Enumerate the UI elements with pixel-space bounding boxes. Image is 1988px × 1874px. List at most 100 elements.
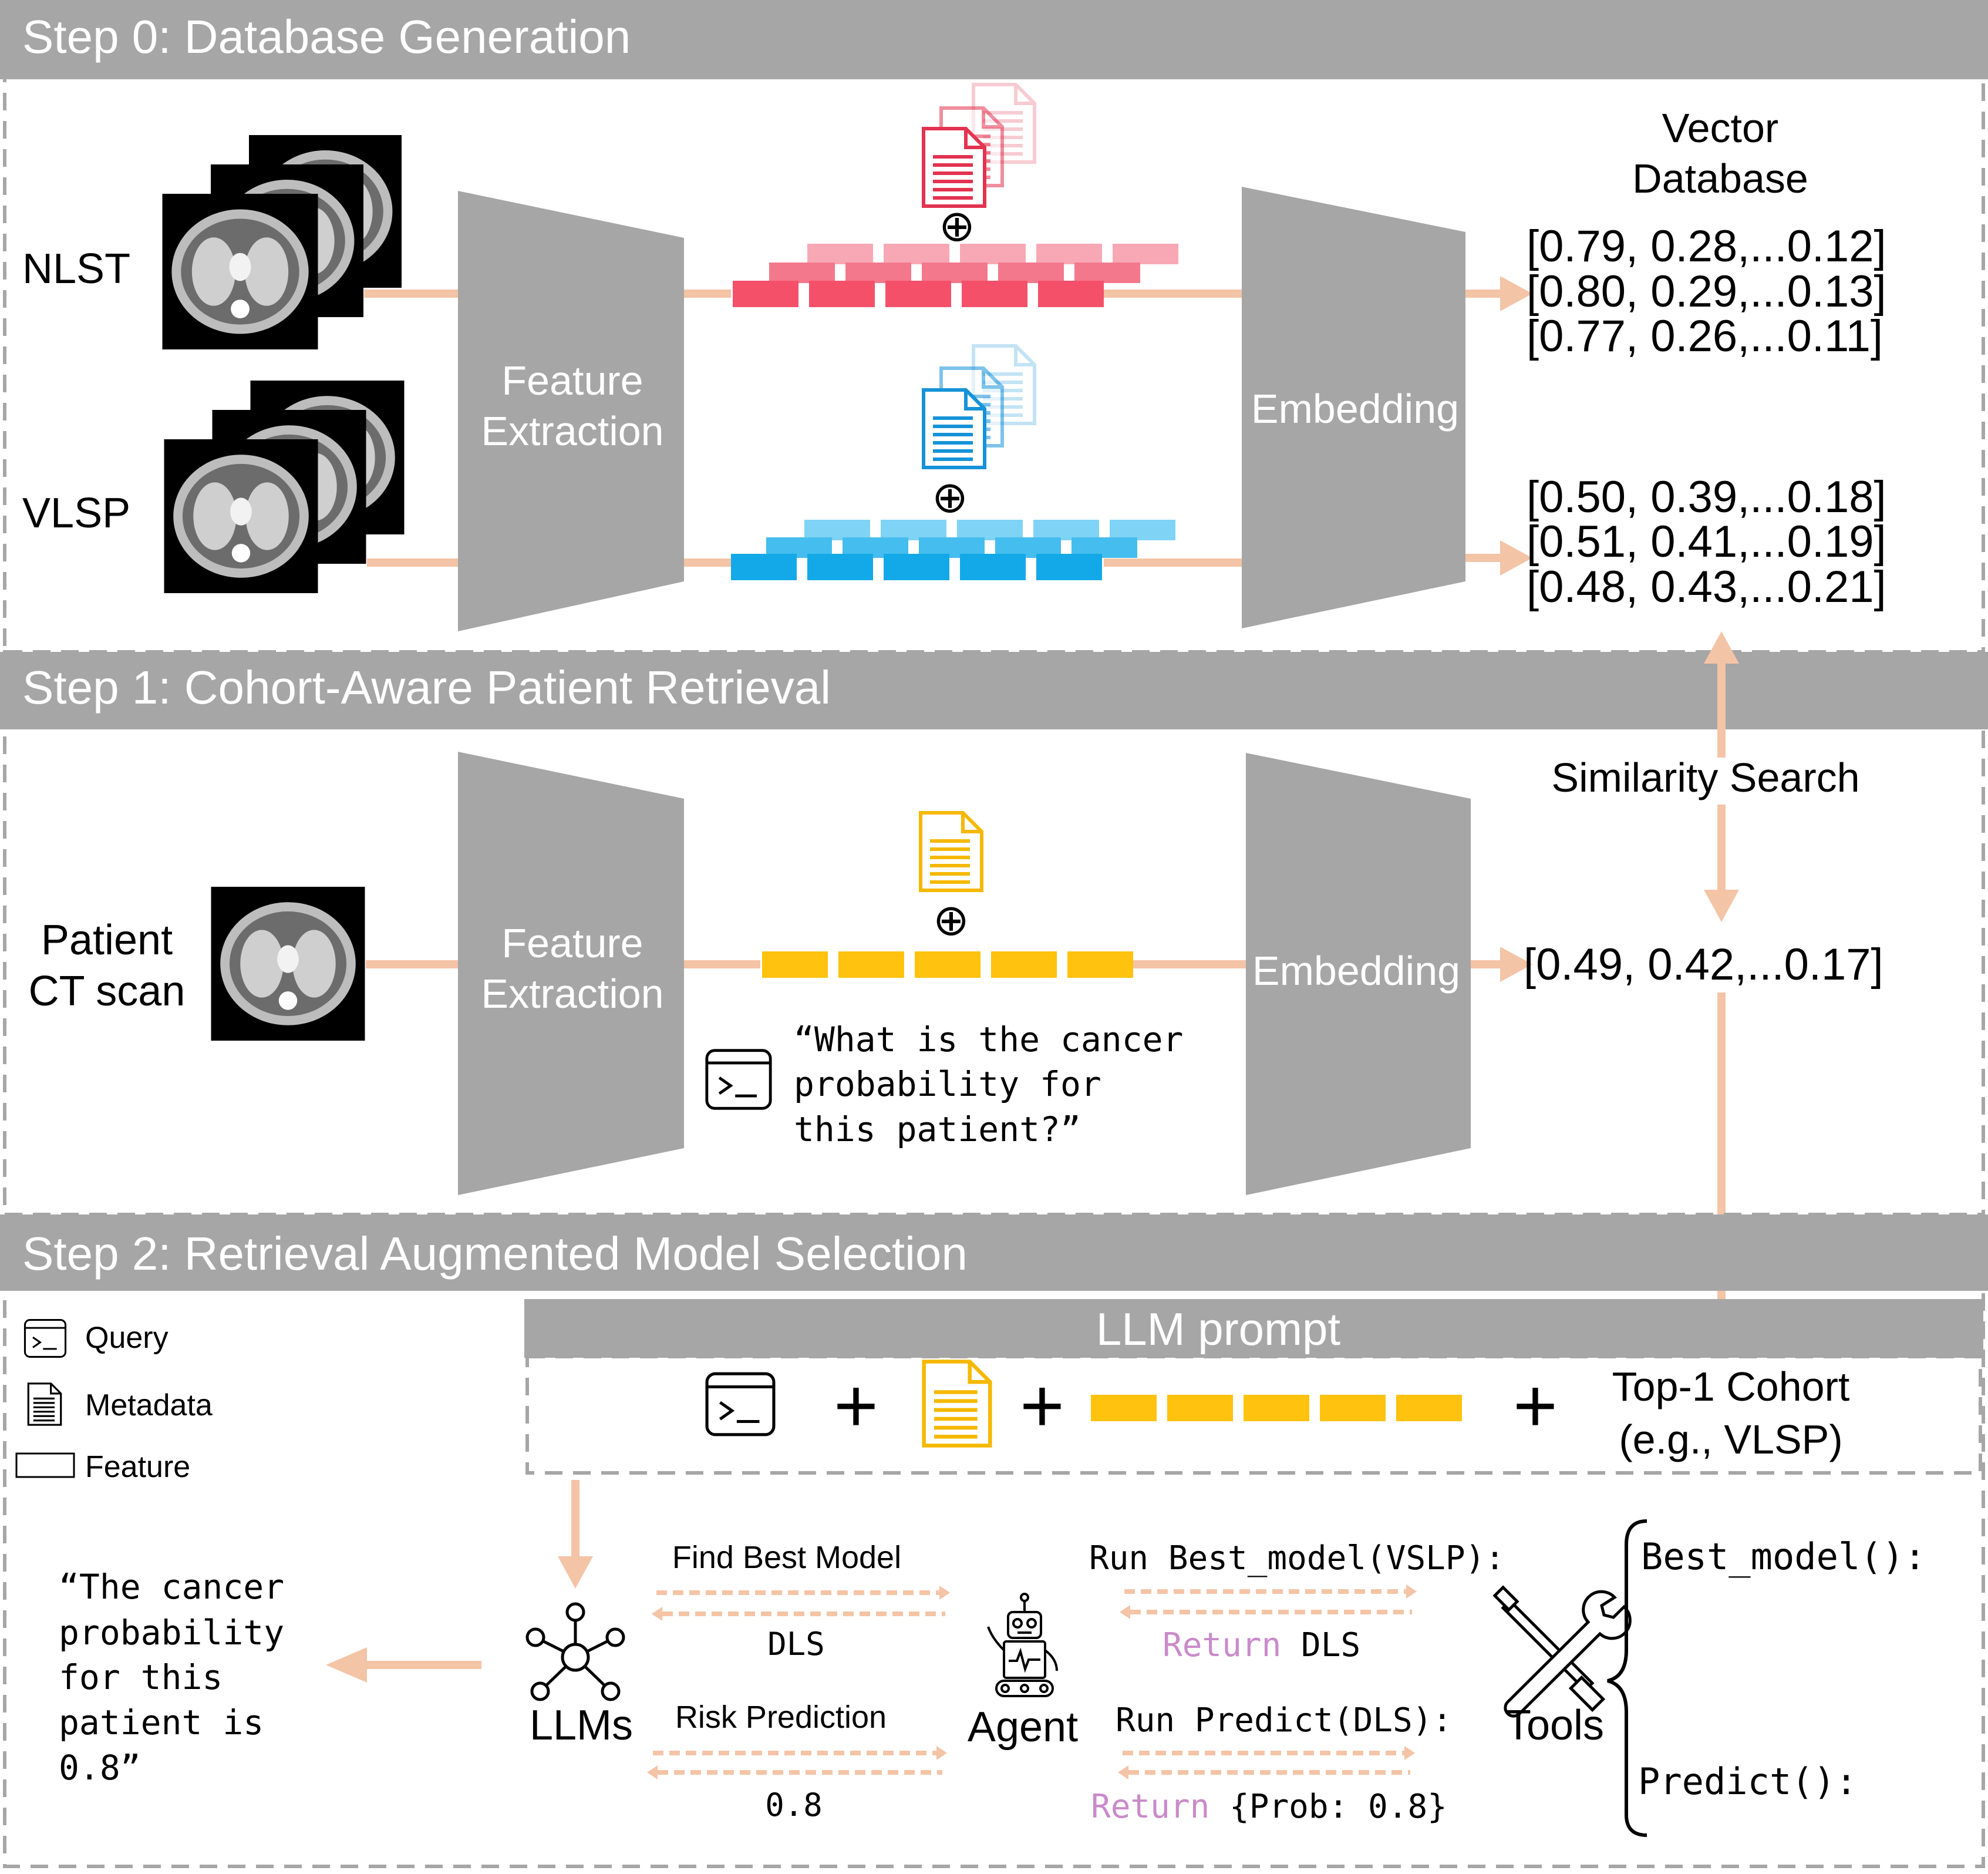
vlsp-vector-1: [0.50, 0.39,...0.18] xyxy=(1527,472,1886,522)
prompt-query-icon xyxy=(707,1374,774,1435)
vector-db-title-line1: Vector xyxy=(1662,105,1778,151)
arrowhead-risk-prediction xyxy=(936,1746,947,1760)
step0-extractor-label-line2: Extraction xyxy=(481,408,663,454)
top-cohort-line2: (e.g., VLSP) xyxy=(1619,1417,1842,1462)
llm-prompt-title: LLM prompt xyxy=(1096,1303,1340,1355)
nlst-metadata-docs xyxy=(924,85,1035,206)
step2-header-bar xyxy=(0,1214,1988,1291)
step2-title: Step 2: Retrieval Augmented Model Select… xyxy=(22,1227,968,1280)
similarity-search-label: Similarity Search xyxy=(1551,755,1859,800)
arrowhead-vlsp-vectors xyxy=(1500,540,1532,576)
arrowhead-return-prob xyxy=(1118,1765,1128,1779)
similarity-search-arrowhead-down xyxy=(1704,890,1739,922)
agent-label: Agent xyxy=(968,1704,1078,1751)
patient-ct-scan xyxy=(211,887,365,1041)
step1-extractor-label-line1: Feature xyxy=(501,920,643,966)
vlsp-plus-circle: ⊕ xyxy=(932,473,968,522)
nlst-ct-stack xyxy=(162,135,402,349)
answer-line3: for this xyxy=(59,1657,223,1697)
answer-line2: probability xyxy=(59,1613,284,1653)
step1-embedding-label: Embedding xyxy=(1252,948,1460,994)
query-text-line2: probability for xyxy=(794,1064,1101,1104)
arrowhead-run-best-model xyxy=(1406,1584,1417,1599)
step1-header-bar xyxy=(0,652,1988,729)
step1-feature-extractor xyxy=(458,752,684,1195)
vlsp-metadata-docs xyxy=(924,346,1035,467)
return-prob-line: Return {Prob: 0.8} xyxy=(1091,1788,1447,1826)
prob-reply-label: 0.8 xyxy=(765,1786,823,1823)
legend-query-label: Query xyxy=(85,1321,169,1355)
tools-brace xyxy=(1607,1519,1647,1837)
nlst-vector-2: [0.80, 0.29,...0.13] xyxy=(1527,267,1886,317)
top-cohort-line1: Top-1 Cohort xyxy=(1612,1364,1850,1409)
arrowhead-return-dls xyxy=(1120,1605,1130,1619)
step0-feature-extractor xyxy=(458,191,684,631)
return-prob-value: {Prob: 0.8} xyxy=(1209,1788,1447,1826)
nlst-vector-1: [0.79, 0.28,...0.12] xyxy=(1527,221,1886,271)
legend-feature-label: Feature xyxy=(85,1450,190,1484)
tools-label: Tools xyxy=(1505,1702,1604,1749)
query-terminal-icon xyxy=(707,1051,770,1109)
llms-label: LLMs xyxy=(530,1702,633,1749)
patient-label-line2: CT scan xyxy=(29,968,186,1015)
arrowhead-to-llms xyxy=(558,1556,593,1589)
return-dls-line: Return DLS xyxy=(1163,1626,1360,1664)
step1-title: Step 1: Cohort-Aware Patient Retrieval xyxy=(22,661,831,714)
answer-line4: patient is xyxy=(59,1703,264,1742)
prompt-plus-2: + xyxy=(1020,1362,1064,1448)
answer-line5: 0.8” xyxy=(59,1748,141,1788)
query-text-line3: this patient?” xyxy=(794,1109,1081,1149)
vlsp-label: VLSP xyxy=(22,490,130,537)
arrowhead-to-answer xyxy=(326,1647,367,1683)
vlsp-vector-2: [0.51, 0.41,...0.19] xyxy=(1527,517,1886,567)
return-prob-keyword: Return xyxy=(1091,1788,1209,1826)
step0-embedding xyxy=(1242,187,1465,628)
tool-predict: Predict(): xyxy=(1638,1760,1857,1803)
vlsp-feature-bars xyxy=(731,520,1175,580)
query-text-line1: “What is the cancer xyxy=(794,1020,1183,1059)
nlst-feature-bars xyxy=(733,244,1178,307)
patient-label-line1: Patient xyxy=(41,917,173,964)
arrowhead-nlst-vectors xyxy=(1500,276,1532,311)
tool-best-model: Best_model(): xyxy=(1641,1535,1926,1578)
answer-line1: “The cancer xyxy=(59,1567,284,1607)
arrowhead-find-best-model xyxy=(939,1586,950,1600)
similarity-search-arrowhead-up xyxy=(1704,631,1739,664)
legend-query-icon xyxy=(23,1318,67,1358)
return-dls-keyword: Return xyxy=(1163,1626,1281,1664)
patient-plus-circle: ⊕ xyxy=(933,896,969,944)
llms-network-icon xyxy=(525,1602,625,1701)
llm-prompt-header xyxy=(524,1299,1983,1358)
step0-header-bar xyxy=(0,0,1988,79)
patient-feature-bars xyxy=(762,951,1133,978)
patient-metadata-doc xyxy=(921,813,982,890)
agent-robot-icon xyxy=(987,1593,1058,1697)
arrowhead-run-predict xyxy=(1404,1746,1415,1760)
step1-embedding xyxy=(1246,753,1471,1195)
prompt-plus-3: + xyxy=(1513,1362,1558,1448)
prompt-metadata-doc xyxy=(924,1362,990,1446)
similarity-search-label-gap xyxy=(1691,758,1750,805)
nlst-vector-3: [0.77, 0.26,...0.11] xyxy=(1527,311,1883,361)
tools-icon xyxy=(1492,1585,1632,1718)
legend-feature-icon xyxy=(15,1452,75,1478)
patient-vector: [0.49, 0.42,...0.17] xyxy=(1524,940,1883,990)
nlst-plus-circle: ⊕ xyxy=(939,201,975,250)
find-best-model-label: Find Best Model xyxy=(672,1540,901,1575)
arrowhead-prob-reply xyxy=(647,1765,658,1779)
llm-prompt-frame xyxy=(525,1355,1982,1475)
vector-db-title-line2: Database xyxy=(1632,156,1808,201)
return-dls-value: DLS xyxy=(1281,1626,1360,1664)
prompt-plus-1: + xyxy=(834,1362,878,1448)
nlst-label: NLST xyxy=(22,245,130,292)
vlsp-vector-3: [0.48, 0.43,...0.21] xyxy=(1527,562,1886,612)
run-best-model-label: Run Best_model(VSLP): xyxy=(1089,1539,1505,1577)
run-predict-label: Run Predict(DLS): xyxy=(1116,1701,1452,1740)
arrowhead-dls-reply xyxy=(652,1607,662,1621)
step0-embedding-label: Embedding xyxy=(1251,386,1459,432)
legend-metadata-label: Metadata xyxy=(85,1388,213,1422)
step0-extractor-label-line1: Feature xyxy=(501,358,643,403)
prompt-feature-bars xyxy=(1091,1395,1462,1421)
